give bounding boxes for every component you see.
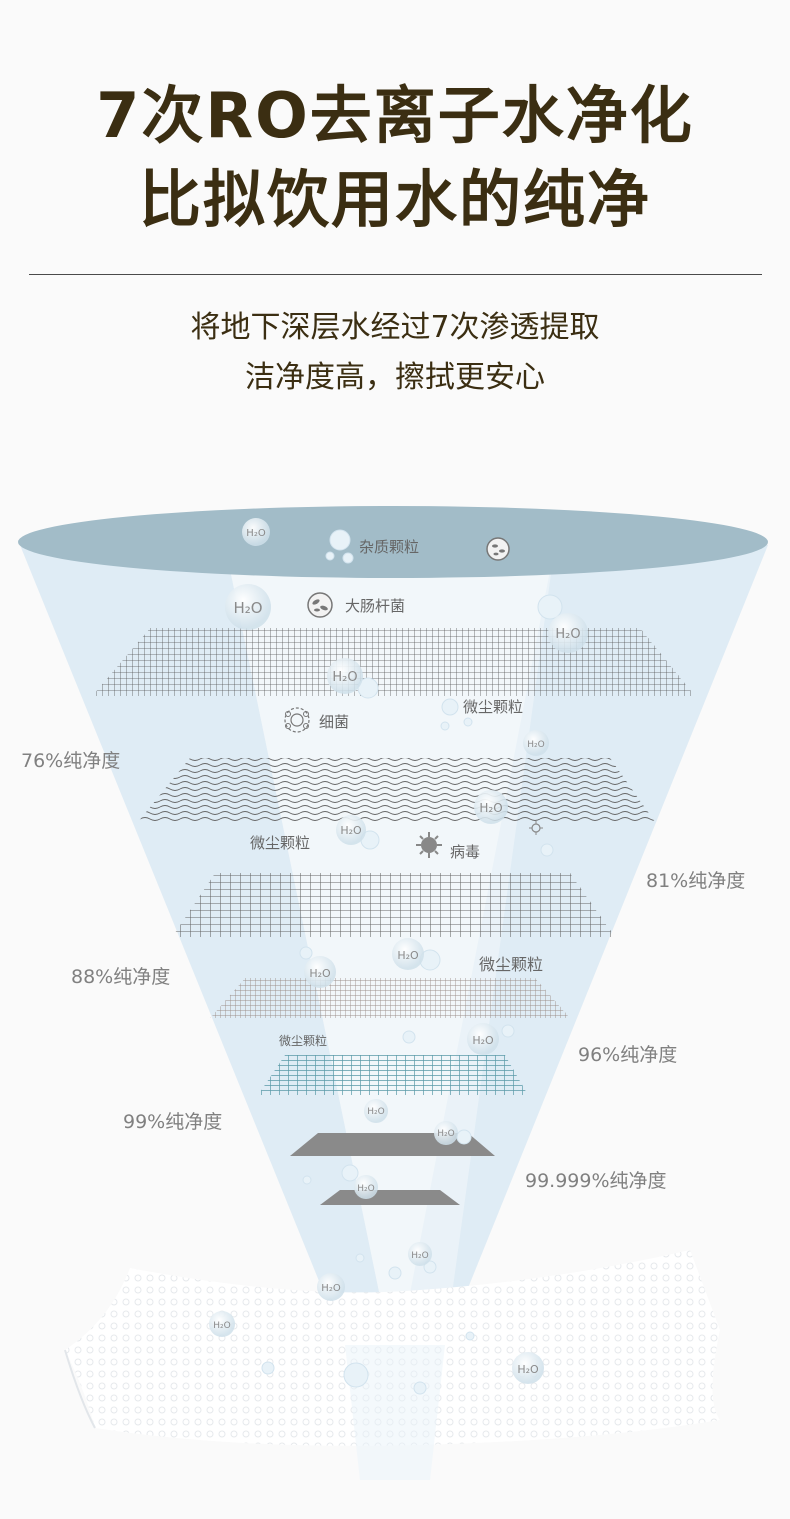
subtitle-line-2: 洁净度高，擦拭更安心 xyxy=(245,360,545,395)
svg-text:H₂O: H₂O xyxy=(357,1184,374,1194)
h2o-bubble: H₂O xyxy=(317,1273,345,1301)
virus-icon-small xyxy=(529,821,543,835)
h2o-bubble: H₂O xyxy=(467,1023,499,1055)
svg-text:H₂O: H₂O xyxy=(321,1283,341,1294)
filter-layer-2 xyxy=(138,758,655,822)
h2o-bubble: H₂O xyxy=(327,658,363,694)
purity-81: 81%纯净度 xyxy=(646,870,745,892)
label-dust-1: 微尘颗粒 xyxy=(463,698,523,716)
label-dust-2: 微尘颗粒 xyxy=(250,834,310,852)
svg-text:H₂O: H₂O xyxy=(246,528,266,539)
svg-text:H₂O: H₂O xyxy=(437,1129,454,1139)
headline-line-1: 7次RO去离子水净化 xyxy=(96,79,694,152)
h2o-bubble: H₂O xyxy=(354,1175,378,1199)
h2o-bubble: H₂O xyxy=(336,815,366,845)
h2o-bubble: H₂O xyxy=(474,790,508,824)
svg-text:H₂O: H₂O xyxy=(527,740,544,750)
beam-right xyxy=(400,545,768,1345)
svg-text:H₂O: H₂O xyxy=(555,627,580,642)
headline-line-2: 比拟饮用水的纯净 xyxy=(138,163,651,236)
filter-layer-1 xyxy=(92,628,695,696)
purity-76: 76%纯净度 xyxy=(21,750,120,772)
h2o-bubbles: H₂O H₂O H₂O H₂O H₂O H₂O H₂O H₂O H₂O H₂O … xyxy=(209,518,588,1384)
h2o-bubble: H₂O xyxy=(512,1352,544,1384)
label-dust-4: 微尘颗粒 xyxy=(279,1033,327,1048)
svg-text:H₂O: H₂O xyxy=(213,1321,230,1331)
h2o-bubble: H₂O xyxy=(392,938,424,970)
svg-text:H₂O: H₂O xyxy=(309,967,331,980)
filter-layer-5 xyxy=(258,1055,528,1095)
h2o-bubble: H₂O xyxy=(364,1099,388,1123)
h2o-bubble: H₂O xyxy=(225,584,271,630)
purity-99999: 99.999%纯净度 xyxy=(525,1170,667,1192)
virus-icon xyxy=(416,832,442,858)
filter-layer-3 xyxy=(172,873,615,937)
h2o-bubble: H₂O xyxy=(434,1121,458,1145)
h2o-bubble: H₂O xyxy=(523,730,549,756)
subtitle-line-1: 将地下深层水经过7次渗透提取 xyxy=(190,310,600,345)
purity-88: 88%纯净度 xyxy=(71,966,170,988)
label-ecoli: 大肠杆菌 xyxy=(345,597,405,615)
label-bacteria: 细菌 xyxy=(319,713,349,731)
svg-text:H₂O: H₂O xyxy=(367,1107,384,1117)
beam-left xyxy=(20,545,390,1345)
purity-99: 99%纯净度 xyxy=(123,1111,222,1133)
svg-text:H₂O: H₂O xyxy=(397,949,419,962)
svg-text:H₂O: H₂O xyxy=(479,801,502,815)
svg-text:H₂O: H₂O xyxy=(340,824,362,837)
h2o-bubble: H₂O xyxy=(548,613,588,653)
label-dust-3: 微尘颗粒 xyxy=(479,955,543,974)
svg-text:H₂O: H₂O xyxy=(233,599,262,617)
bacteria-cluster-icon xyxy=(486,537,510,561)
water-surface xyxy=(18,506,768,578)
bacteria-icon xyxy=(284,707,310,733)
h2o-bubble: H₂O xyxy=(209,1311,235,1337)
svg-text:H₂O: H₂O xyxy=(332,670,357,685)
purity-96: 96%纯净度 xyxy=(578,1044,677,1066)
label-impurity-top: 杂质颗粒 xyxy=(359,538,419,556)
label-virus: 病毒 xyxy=(450,843,480,861)
svg-text:H₂O: H₂O xyxy=(517,1363,539,1376)
ecoli-icon xyxy=(307,592,333,618)
svg-text:H₂O: H₂O xyxy=(411,1251,428,1261)
h2o-bubble: H₂O xyxy=(242,518,270,546)
filter-layer-7 xyxy=(320,1190,460,1205)
divider xyxy=(29,274,762,275)
svg-text:H₂O: H₂O xyxy=(472,1034,494,1047)
filter-layer-4 xyxy=(210,978,570,1018)
h2o-bubble: H₂O xyxy=(304,956,336,988)
h2o-bubble: H₂O xyxy=(408,1242,432,1266)
